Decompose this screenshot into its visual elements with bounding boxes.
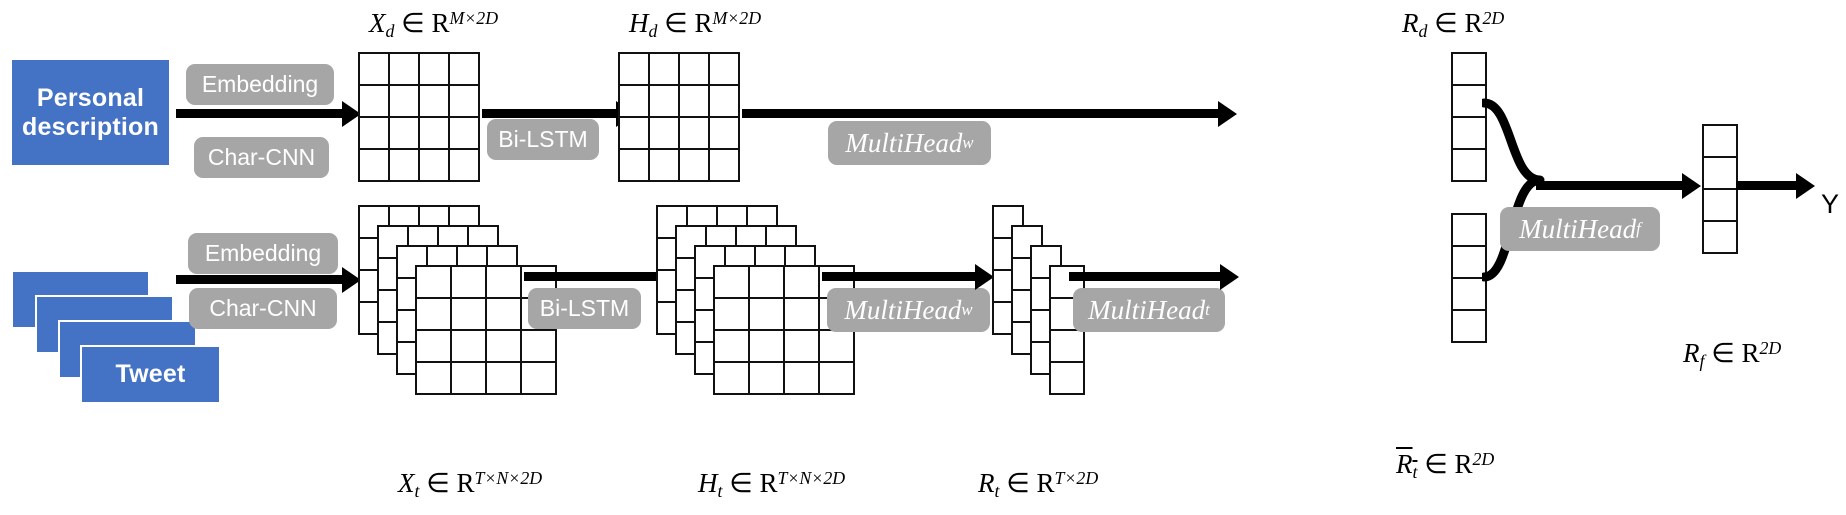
pill-multihead-w-desc-label: MultiHead <box>845 127 963 158</box>
arrow-xd-to-hd <box>482 109 618 118</box>
pill-embedding-desc-label: Embedding <box>201 71 319 97</box>
matrix-r-d <box>1451 52 1487 182</box>
pill-embedding-desc: Embedding <box>186 64 334 105</box>
label-x-t: Xt ∈ RT×N×2D <box>398 468 543 501</box>
pill-embedding-tweet: Embedding <box>188 233 338 274</box>
label-h-d: Hd ∈ RM×2D <box>629 8 762 41</box>
arrow-xt-to-ht <box>524 272 679 281</box>
label-r-d: Rd ∈ R2D <box>1402 8 1505 41</box>
pill-multihead-f-label: MultiHead <box>1519 213 1637 244</box>
fusion-merge-brace <box>1482 98 1545 282</box>
label-r-t-bar: Rt ∈ R2D <box>1396 449 1495 482</box>
pill-bilstm-desc-label: Bi-LSTM <box>498 126 588 152</box>
arrow-ht-to-rt <box>822 272 977 281</box>
pill-charcnn-tweet-label: Char-CNN <box>209 295 317 321</box>
pill-multihead-w-tweet-label: MultiHead <box>844 294 962 325</box>
input-personal-description-line1: Personal <box>36 83 145 112</box>
label-r-f: Rf ∈ R2D <box>1683 338 1782 371</box>
label-r-t: Rt ∈ RT×2D <box>978 468 1099 501</box>
pill-bilstm-tweet: Bi-LSTM <box>528 288 641 329</box>
arrow-tweet-to-xt <box>176 275 344 284</box>
arrow-rt-to-rtbar <box>1069 272 1222 281</box>
input-tweet: Tweet <box>80 345 219 402</box>
pill-charcnn-desc-label: Char-CNN <box>207 144 316 170</box>
label-h-t: Ht ∈ RT×N×2D <box>698 468 846 501</box>
matrix-h-d <box>618 52 740 182</box>
arrow-desc-to-xd <box>176 109 344 118</box>
pill-embedding-tweet-label: Embedding <box>204 240 322 266</box>
input-personal-description-line2: description <box>22 112 159 141</box>
input-tweet-label: Tweet <box>115 360 186 389</box>
pill-bilstm-desc: Bi-LSTM <box>487 119 599 160</box>
label-x-d: Xd ∈ RM×2D <box>369 8 499 41</box>
arrow-hd-to-rd <box>742 109 1220 118</box>
output-label-y: Y <box>1821 189 1840 219</box>
arrow-fusion-to-rf <box>1536 181 1684 190</box>
pill-charcnn-desc: Char-CNN <box>194 137 329 178</box>
pill-multihead-t-label: MultiHead <box>1088 294 1206 325</box>
pill-bilstm-tweet-label: Bi-LSTM <box>539 295 630 321</box>
matrix-x-d <box>358 52 480 182</box>
matrix-r-t-bar <box>1451 213 1487 343</box>
pill-charcnn-tweet: Char-CNN <box>189 288 337 329</box>
matrix-x-t <box>415 265 557 395</box>
matrix-r-f <box>1702 124 1738 254</box>
arrow-rf-to-output <box>1736 181 1798 190</box>
input-personal-description: Personal description <box>12 60 169 165</box>
